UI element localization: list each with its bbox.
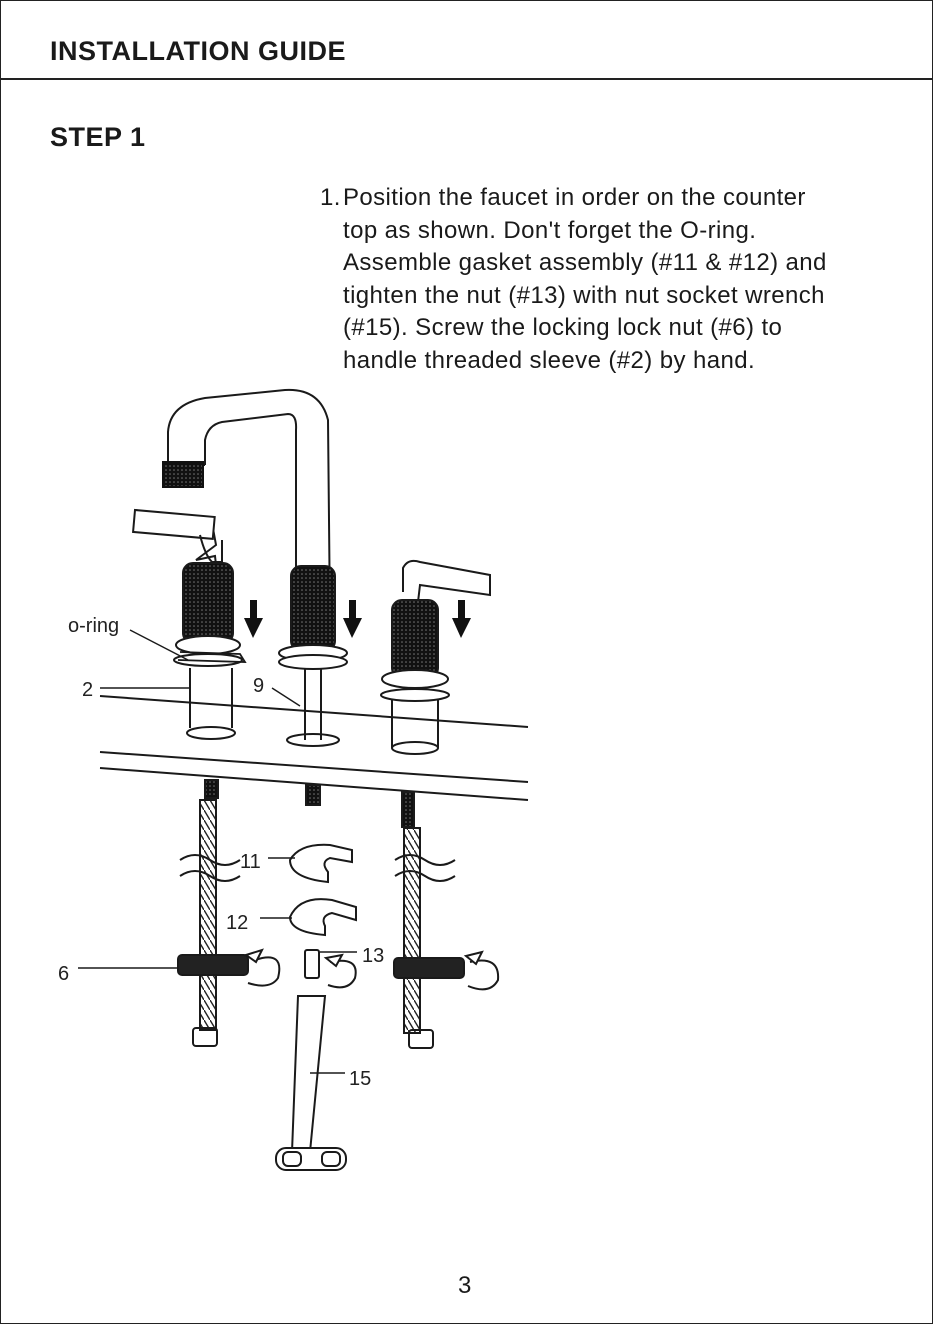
callout-leaders bbox=[78, 629, 357, 1074]
spout bbox=[162, 388, 348, 747]
instruction-line-6: handle threaded sleeve (#2) by hand. bbox=[343, 346, 756, 374]
step-heading: STEP 1 bbox=[50, 122, 146, 152]
instruction-line-2: top as shown. Don't forget the O-ring. bbox=[343, 216, 757, 244]
callout-12: 12 bbox=[226, 912, 248, 934]
callout-11: 11 bbox=[240, 851, 261, 873]
gasket-parts bbox=[288, 843, 357, 937]
callout-6: 6 bbox=[58, 963, 69, 985]
callout-2: 2 bbox=[82, 679, 93, 701]
lock-nuts bbox=[177, 948, 500, 991]
instruction-line-4: tighten the nut (#13) with nut socket wr… bbox=[343, 281, 825, 309]
left-handle bbox=[131, 508, 243, 740]
nut-13 bbox=[304, 949, 357, 989]
instruction-line-5: (#15). Screw the locking lock nut (#6) t… bbox=[343, 314, 783, 342]
callout-9: 9 bbox=[253, 675, 264, 697]
callout-15: 15 bbox=[349, 1068, 371, 1090]
instruction-text: 1.Position the faucet in order on the co… bbox=[320, 182, 920, 378]
callout-13: 13 bbox=[362, 945, 384, 967]
header-divider bbox=[1, 78, 932, 80]
instruction-line-1: 1.Position the faucet in order on the co… bbox=[320, 182, 920, 215]
callout-oring: o-ring bbox=[68, 615, 119, 637]
down-arrow-icon bbox=[244, 600, 471, 638]
page-title: INSTALLATION GUIDE bbox=[50, 36, 346, 66]
faucet-installation-diagram: o-ring 2 9 11 12 13 6 15 bbox=[58, 388, 529, 1171]
instruction-line-3: Assemble gasket assembly (#11 & #12) and bbox=[343, 249, 827, 277]
instruction-number: 1. bbox=[320, 184, 341, 211]
socket-wrench-15 bbox=[275, 995, 347, 1171]
right-handle bbox=[380, 559, 491, 755]
page-number: 3 bbox=[458, 1272, 472, 1299]
